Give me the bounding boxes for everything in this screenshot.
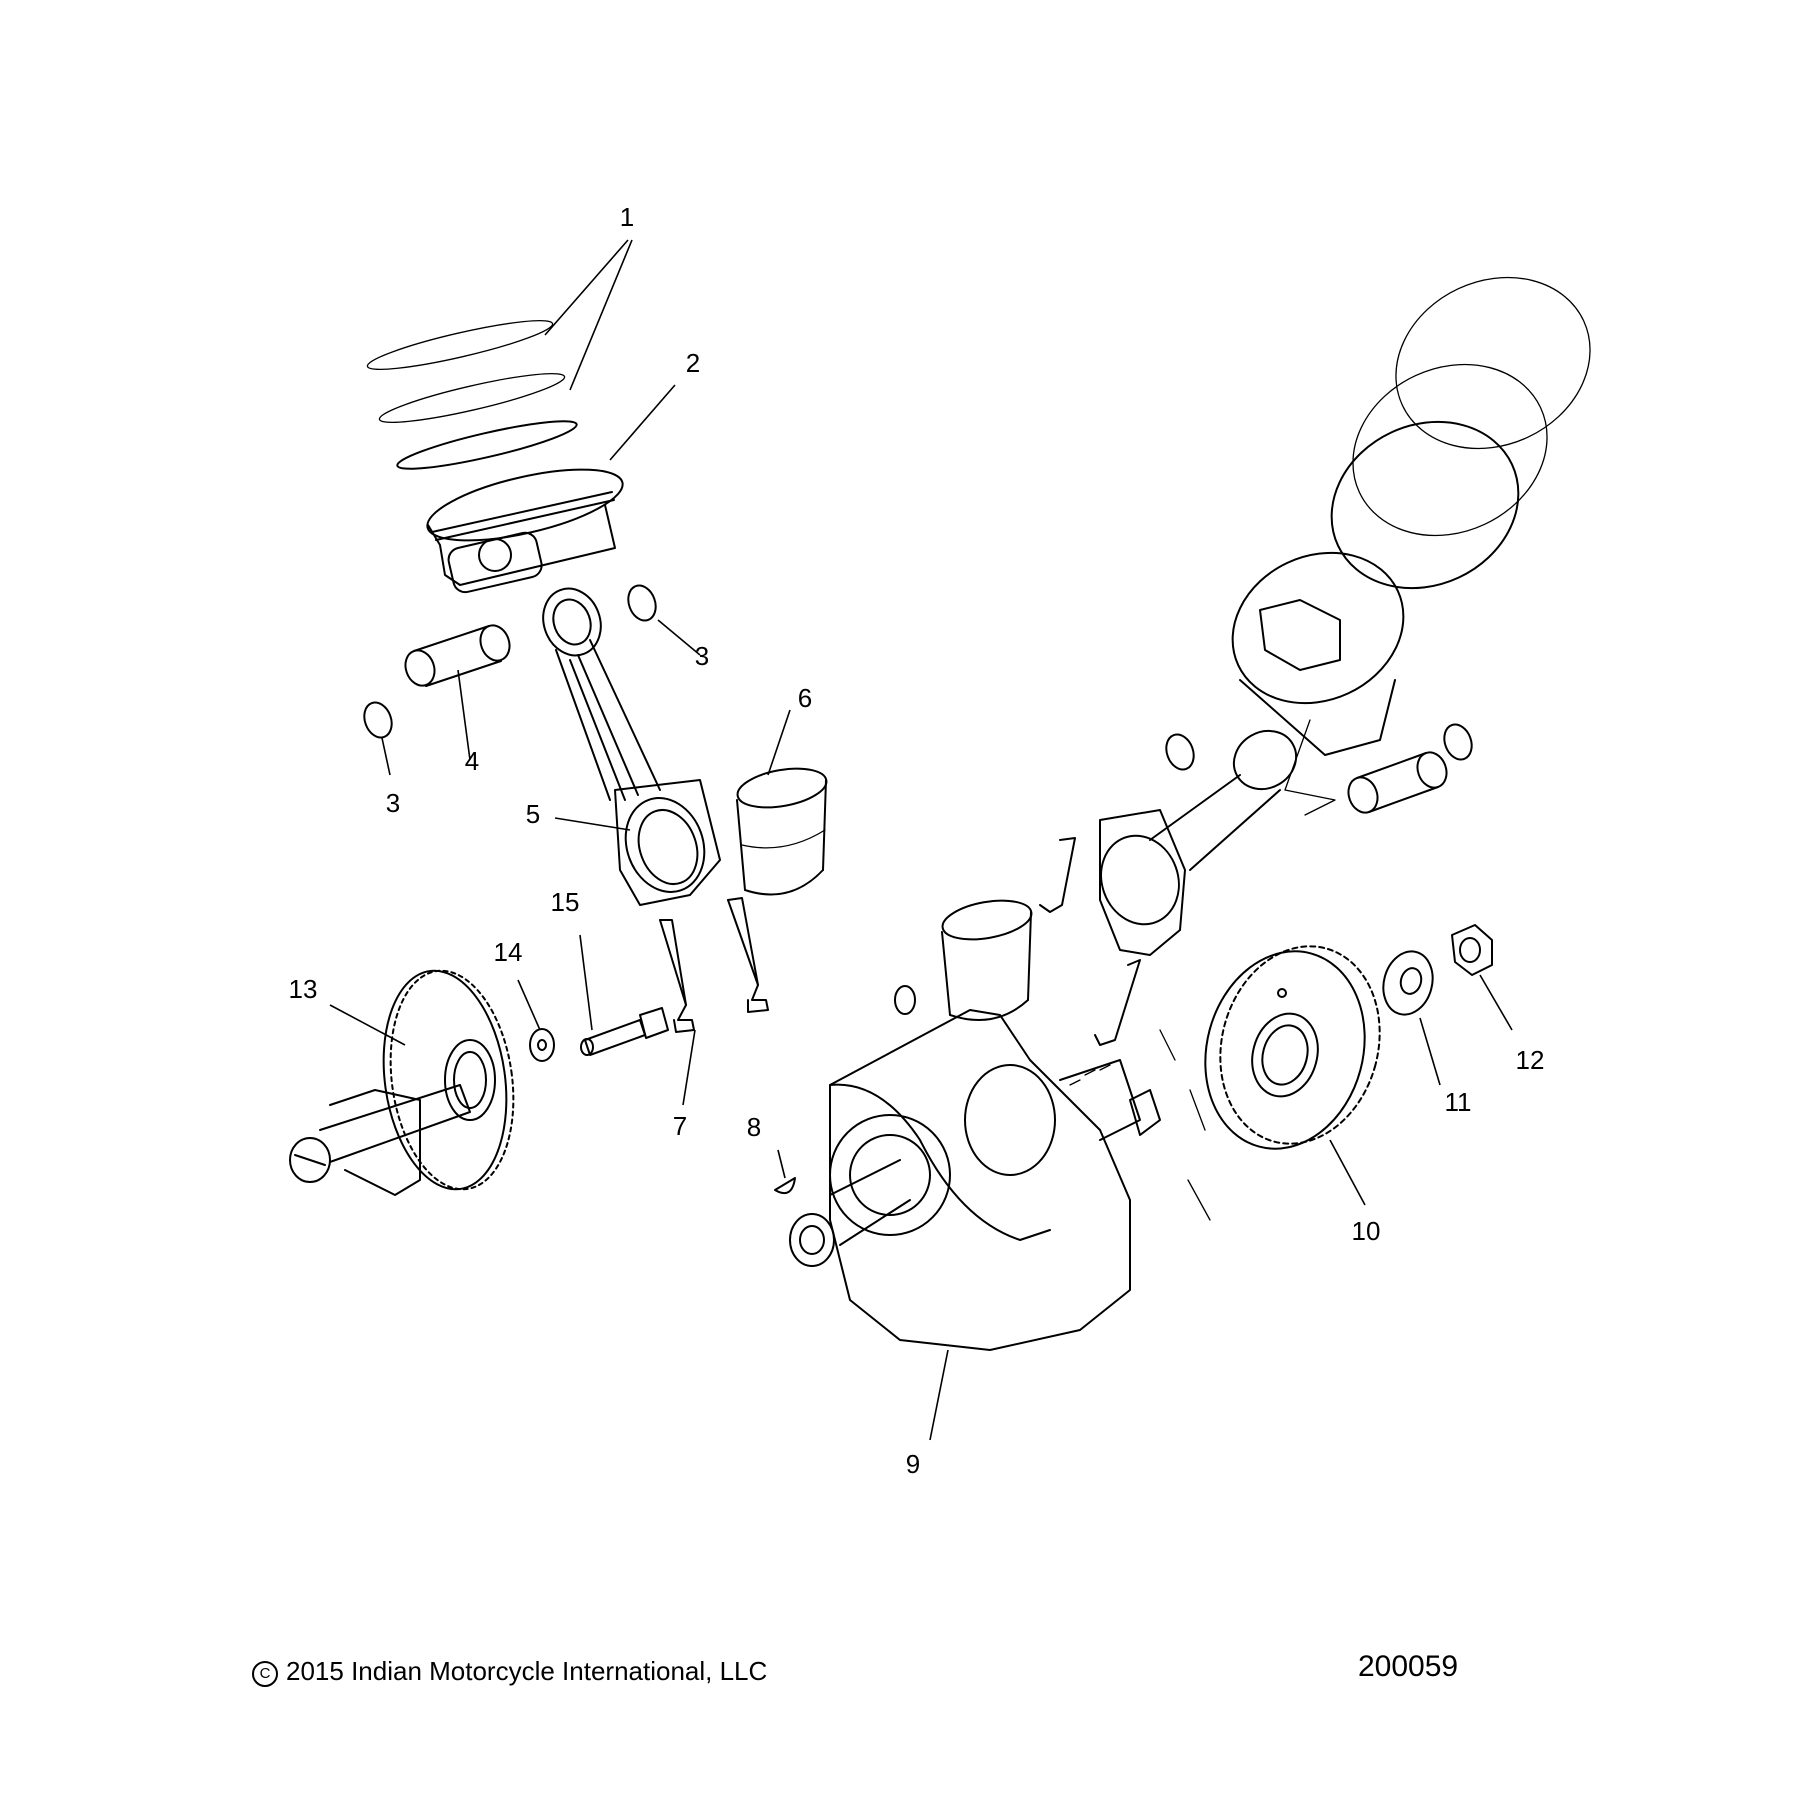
rod-bolts-right (1039, 837, 1141, 1046)
piston-left (426, 468, 624, 594)
rod-bearing-right (941, 899, 1033, 1021)
piston-rings-right (1330, 276, 1591, 590)
callout-9: 9 (906, 1449, 920, 1479)
piston-rings-left (366, 319, 578, 470)
copyright-notice: C 2015 Indian Motorcycle International, L… (252, 1656, 767, 1687)
balance-shaft-washer (529, 1028, 555, 1062)
circlip-lower (363, 701, 393, 739)
callout-4: 4 (465, 746, 479, 776)
callout-10: 10 (1352, 1216, 1381, 1246)
callout-3-lower: 3 (386, 788, 400, 818)
callout-5: 5 (526, 799, 540, 829)
connecting-rod-right (1099, 729, 1298, 956)
diagram-id: 200059 (1358, 1650, 1459, 1683)
callout-11: 11 (1445, 1087, 1472, 1117)
callout-6: 6 (798, 683, 812, 713)
circlip-upper (627, 584, 657, 622)
assembly-centerline-right (1284, 719, 1336, 816)
circlip-right-a (1165, 733, 1195, 771)
callout-8: 8 (747, 1112, 761, 1142)
balance-shaft-bolt (580, 1007, 669, 1056)
connecting-rod-left (542, 587, 721, 906)
callout-14: 14 (494, 937, 523, 967)
callout-3-upper: 3 (695, 641, 709, 671)
crankshaft (789, 985, 1161, 1351)
leader-lines (329, 239, 1513, 1441)
hex-nut (1451, 924, 1493, 976)
callout-12: 12 (1516, 1045, 1545, 1075)
crank-gear (1204, 945, 1381, 1150)
callout-1: 1 (620, 202, 634, 232)
rod-bolts (659, 897, 769, 1033)
copyright-icon: C (252, 1661, 278, 1687)
callout-13: 13 (289, 974, 318, 1004)
wrist-pin-right (1347, 751, 1448, 814)
piston-right (1231, 551, 1405, 756)
woodruff-key (774, 1177, 796, 1194)
assembly-centerline (1159, 1029, 1211, 1221)
copyright-text: 2015 Indian Motorcycle International, LL… (286, 1656, 768, 1686)
callout-15: 15 (551, 887, 580, 917)
callout-2: 2 (686, 348, 700, 378)
wrist-pin-left (404, 624, 511, 687)
gear-washer (1382, 950, 1434, 1016)
circlip-right-b (1443, 723, 1473, 761)
callout-labels: 1 2 3 4 3 5 6 7 8 9 10 11 12 13 14 15 (289, 202, 1545, 1479)
rod-bearing-left (736, 767, 828, 896)
callout-7: 7 (673, 1111, 687, 1141)
balance-shaft (289, 969, 515, 1196)
